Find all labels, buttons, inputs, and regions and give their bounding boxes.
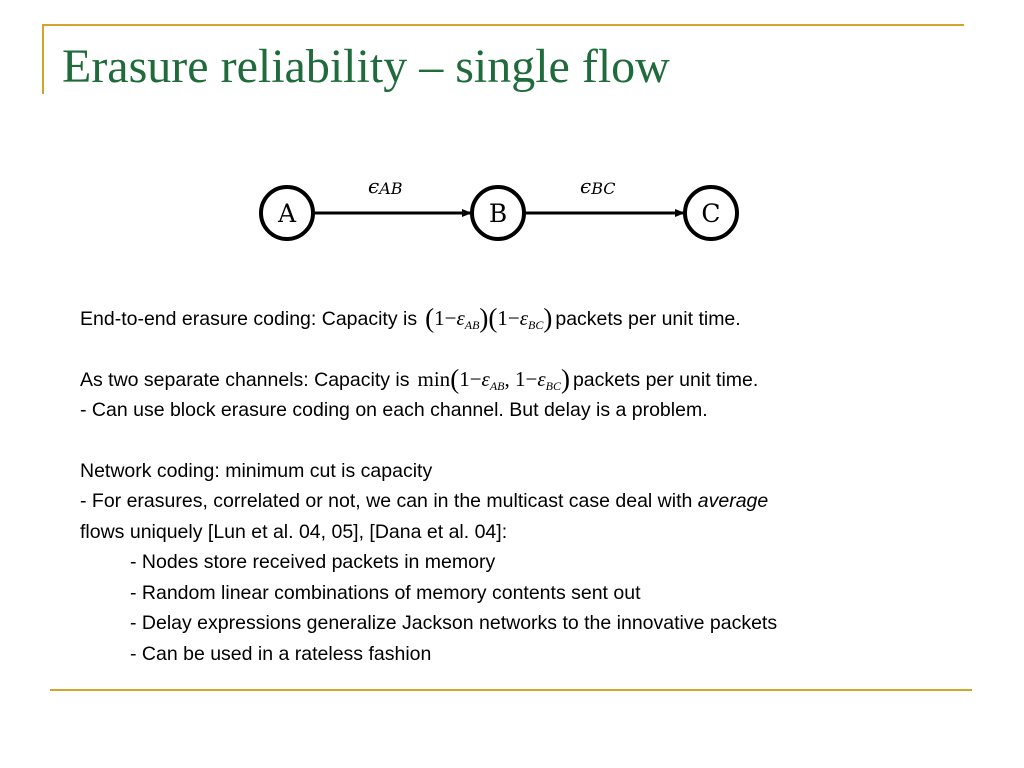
erasures-line: - For erasures, correlated or not, we ca… xyxy=(80,490,769,512)
end-to-end-capacity-formula: (1−εAB)(1−εBC) xyxy=(425,303,553,333)
edge-label-bc: ϵBC xyxy=(580,174,616,198)
block-coding-line: - Can use block erasure coding on each c… xyxy=(80,398,708,421)
bullet-item: - Nodes store received packets in memory xyxy=(130,551,496,573)
network-coding-line: Network coding: minimum cut is capacity xyxy=(80,459,433,482)
node-c: C xyxy=(683,185,739,241)
bullet-item: - Random linear combinations of memory c… xyxy=(130,581,641,604)
bullet-item: - Can be used in a rateless fashion xyxy=(130,642,432,665)
node-b: B xyxy=(470,185,526,241)
slide-title: Erasure reliability – single flow xyxy=(62,40,670,93)
node-a: A xyxy=(259,185,315,241)
svg-text:B: B xyxy=(489,199,507,228)
slide-body: End-to-end erasure coding: Capacity is(1… xyxy=(80,303,1000,669)
edge-label-ab: ϵAB xyxy=(368,174,403,198)
svg-text:C: C xyxy=(701,199,720,228)
bottom-accent-rule xyxy=(50,689,972,691)
average-emphasis: average xyxy=(697,490,769,512)
bullet-item: - Delay expressions generalize Jackson n… xyxy=(130,612,778,634)
left-accent-rule xyxy=(42,24,44,94)
flows-uniquely-line: flows uniquely [Lun et al. 04, 05], [Dan… xyxy=(80,520,508,543)
flow-diagram: ϵAB ϵBC A B C xyxy=(259,174,739,241)
end-to-end-line: End-to-end erasure coding: Capacity is(1… xyxy=(80,303,1000,334)
top-accent-rule xyxy=(42,24,964,26)
svg-text:A: A xyxy=(277,199,297,228)
separate-channels-capacity-formula: min(1−εAB, 1−εBC) xyxy=(417,364,570,394)
